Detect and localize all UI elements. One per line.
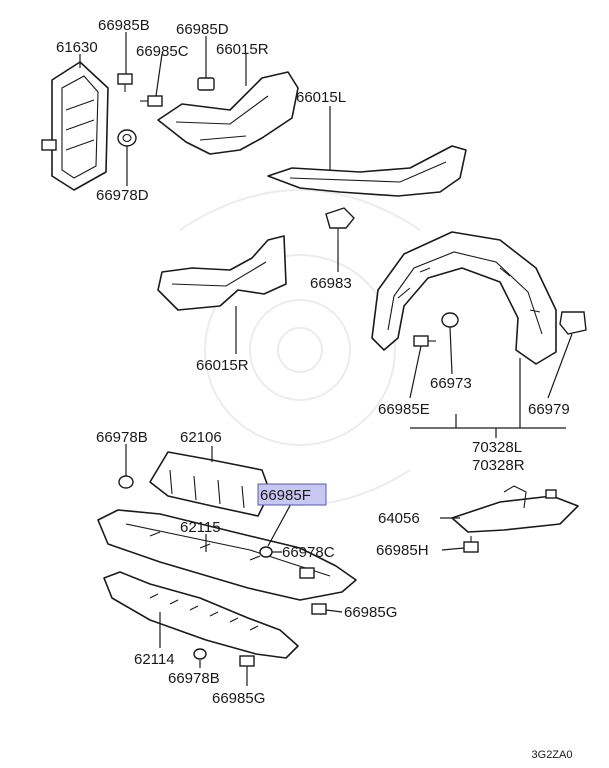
label-70328L[interactable]: 70328L (472, 439, 522, 456)
label-66985E[interactable]: 66985E (378, 401, 430, 418)
nut-66978B-lower[interactable] (193, 648, 207, 660)
label-66015L[interactable]: 66015L (296, 89, 346, 106)
bolt-66985G-right[interactable] (311, 603, 327, 615)
label-66985B[interactable]: 66985B (98, 17, 150, 34)
splash-shield-66015R-top[interactable] (157, 71, 299, 155)
label-66985G-right[interactable]: 66985G (344, 604, 397, 621)
clip-66979[interactable] (559, 311, 587, 335)
bolt-66985G-lower[interactable] (239, 655, 255, 667)
plate-64056[interactable] (451, 485, 579, 533)
leader-lines (79, 32, 573, 686)
nut-66978C[interactable] (259, 546, 273, 558)
label-66983[interactable]: 66983 (310, 275, 352, 292)
bolt-66985B[interactable] (117, 73, 133, 92)
label-62114[interactable]: 62114 (134, 651, 175, 668)
label-66015R-top[interactable]: 66015R (216, 41, 269, 58)
nut-66978D[interactable] (117, 129, 137, 147)
label-66978D[interactable]: 66978D (96, 187, 149, 204)
label-62106[interactable]: 62106 (180, 429, 222, 446)
label-66978B-upper[interactable]: 66978B (96, 429, 148, 446)
label-62115[interactable]: 62115 (180, 519, 221, 536)
bolt-66985C[interactable] (140, 95, 163, 107)
part-labels: 61630 66985B 66985D 66985C 66015R 66015L… (56, 17, 570, 707)
bolt-66985H[interactable] (463, 536, 479, 553)
highlight-box (257, 483, 327, 506)
clip-66983[interactable] (325, 207, 355, 240)
label-61630[interactable]: 61630 (56, 39, 98, 56)
label-66979[interactable]: 66979 (528, 401, 570, 418)
nut-66985D[interactable] (197, 77, 215, 91)
wheelhouse-liner-70328[interactable] (371, 231, 557, 365)
label-70328R[interactable]: 70328R (472, 457, 525, 474)
label-66985C[interactable]: 66985C (136, 43, 189, 60)
clip-66978C-b[interactable] (299, 567, 315, 579)
label-66985D[interactable]: 66985D (176, 21, 229, 38)
diagram-code: 3G2ZA0 (532, 749, 573, 761)
nut-66978B-upper[interactable] (118, 475, 134, 489)
label-66973[interactable]: 66973 (430, 375, 472, 392)
splash-shield-66015R-mid[interactable] (157, 235, 287, 311)
bracket-62106[interactable] (149, 451, 271, 517)
label-66978C[interactable]: 66978C (282, 544, 335, 561)
label-66985H[interactable]: 66985H (376, 542, 429, 559)
label-66978B-lower[interactable]: 66978B (168, 670, 220, 687)
bracket-61630[interactable] (41, 61, 109, 191)
splash-shield-66015L[interactable] (267, 145, 467, 197)
label-66985G-lower[interactable]: 66985G (212, 690, 265, 707)
bolt-66985E[interactable] (413, 335, 436, 347)
label-66985F[interactable]: 66985F (260, 487, 311, 504)
screw-66973[interactable] (441, 312, 459, 328)
under-panel-62114[interactable] (103, 571, 299, 659)
label-66015R-mid[interactable]: 66015R (196, 357, 249, 374)
label-64056[interactable]: 64056 (378, 510, 420, 527)
under-panel-62115[interactable] (97, 509, 357, 601)
